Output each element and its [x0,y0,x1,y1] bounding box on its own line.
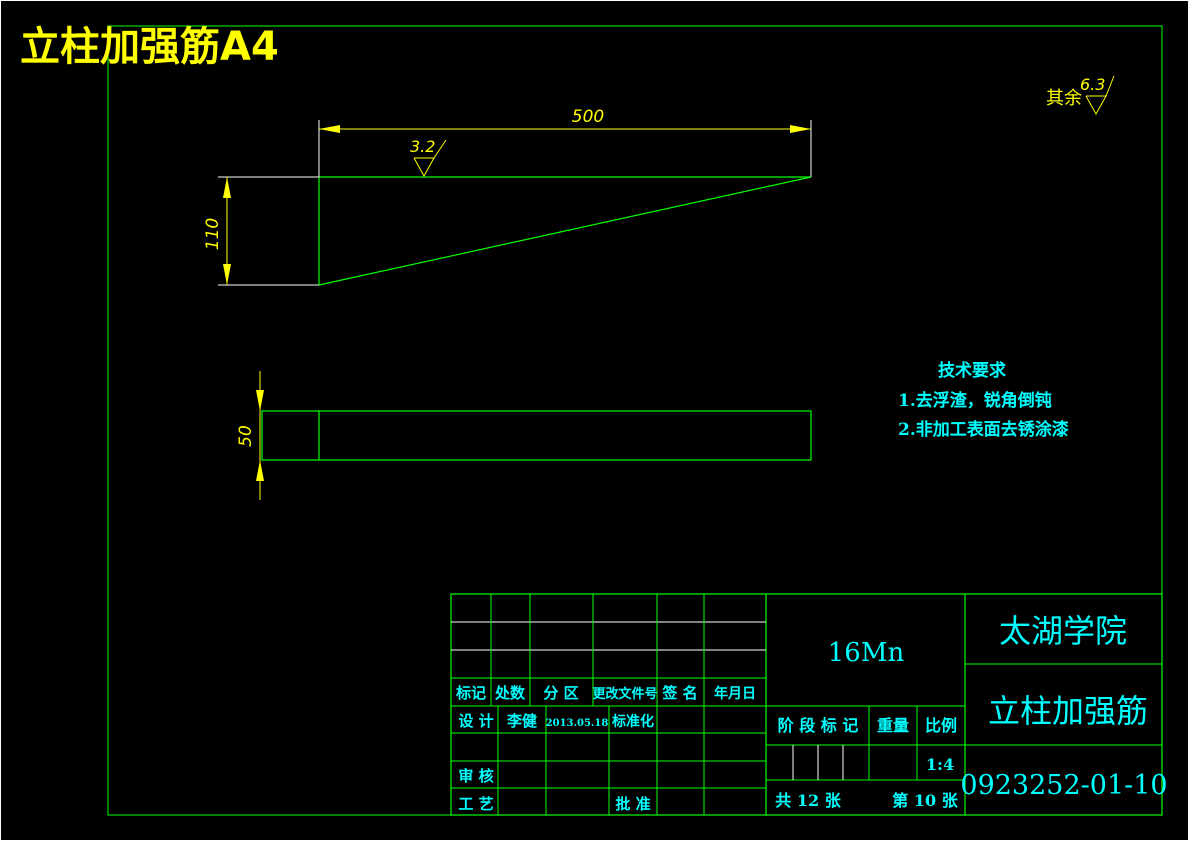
header-zone: 分 区 [543,684,578,702]
header-change-doc: 更改文件号 [592,686,657,702]
review-label: 审 核 [458,767,493,785]
scale-label: 比例 [925,716,957,735]
sloped-edge [318,176,812,286]
stage-grid [792,745,844,780]
left-grid [451,594,766,815]
standardize-label: 标准化 [611,713,654,730]
arrow-left-icon [319,125,340,133]
tech-requirements: 技术要求 1.去浮渣，锐角倒钝 2.非加工表面去锈涂漆 [898,360,1069,440]
weight-label: 重量 [877,716,909,735]
dim-length-value: 500 [572,107,604,127]
surface-finish-other: 其余 6.3 [1046,75,1115,116]
drawing-number: 0923252-01-10 [960,770,1167,801]
left-grid-white [451,621,766,651]
top-view [261,410,812,461]
finish-symbol-icon [1085,95,1107,116]
arrow-up-icon [223,177,231,198]
tech-item-1: 1.去浮渣，锐角倒钝 [898,390,1052,411]
tech-item-2: 2.非加工表面去锈涂漆 [898,419,1069,440]
approve-label: 批 准 [615,795,650,813]
designer-name: 李健 [506,712,537,730]
header-mark: 标记 [455,684,486,702]
header-count: 处数 [494,684,526,702]
total-sheets: 共 12 张 [775,791,841,810]
other-label: 其余 [1046,88,1082,109]
dim-height-value: 110 [203,218,223,250]
tech-heading: 技术要求 [938,360,1006,381]
header-sign: 签 名 [661,684,697,702]
dim-thickness: 50 [236,371,264,500]
design-label: 设 计 [458,712,493,730]
arrow-down-icon [256,390,264,411]
dim-height: 110 [203,176,319,286]
header-date: 年月日 [714,685,756,702]
arrow-right-icon [790,125,811,133]
finish-symbol-icon [413,157,435,178]
other-finish-value: 6.3 [1080,75,1105,94]
right-grid [965,663,1162,746]
tb-headers: 标记 处数 分 区 更改文件号 签 名 年月日 设 计 李健 2013.05.1… [455,684,959,813]
title-block: 标记 处数 分 区 更改文件号 签 名 年月日 设 计 李健 2013.05.1… [450,593,1168,816]
scale-value: 1:4 [926,755,954,774]
finish-symbol-tail [1105,75,1115,97]
arrow-down-icon [223,264,231,285]
school-name: 太湖学院 [999,612,1127,650]
material: 16Mn [828,638,905,668]
part-name: 立柱加强筋 [988,692,1148,730]
stage-mark-label: 阶 段 标 记 [778,716,859,735]
top-view-outline [261,410,812,461]
design-date: 2013.05.18 [546,718,609,729]
drawing-title: 立柱加强筋A4 [20,24,279,70]
dim-thickness-value: 50 [236,425,256,447]
front-view [318,176,812,286]
middle-grid [766,705,965,781]
title-block-outline [450,593,1163,816]
top-finish-value: 3.2 [410,137,435,156]
process-label: 工 艺 [458,795,493,813]
arrow-up-icon [256,460,264,481]
surface-finish-top: 3.2 [410,137,447,178]
sheet-number: 第 10 张 [892,791,958,810]
finish-symbol-tail [433,139,447,159]
dim-length: 500 [318,107,812,177]
